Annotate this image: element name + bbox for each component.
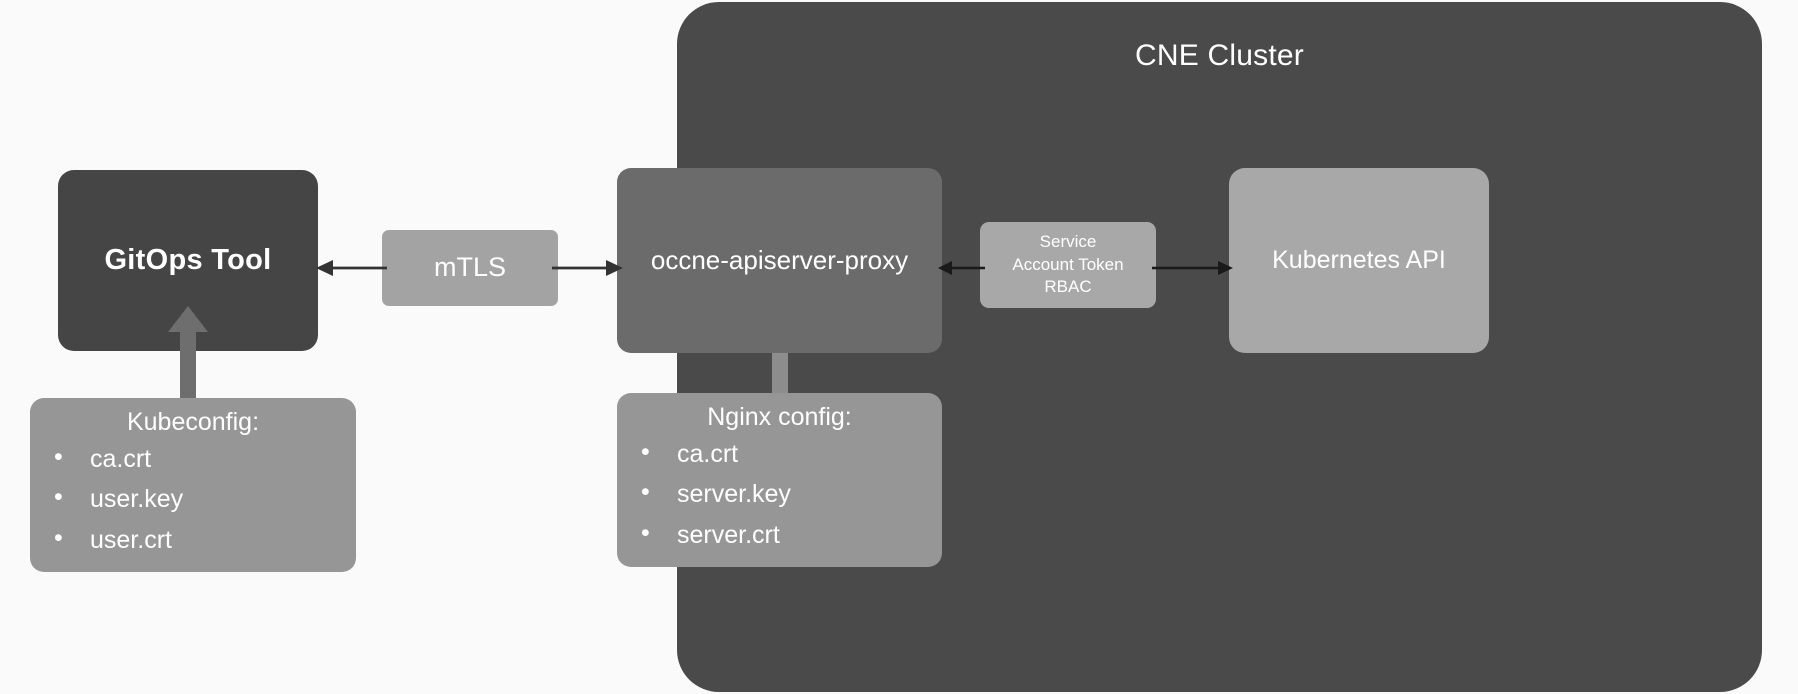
sa-token-to-proxy-connector [938,261,985,275]
mtls-node[interactable]: mTLS [382,230,558,306]
list-item-label: server.key [677,480,791,509]
list-item-label: user.key [90,485,184,514]
list-item-label: ca.crt [677,440,739,468]
bullet-icon: • [641,438,650,466]
list-item-label: ca.crt [90,445,152,473]
gitops-tool-node[interactable]: GitOps Tool [58,170,318,351]
kubeconfig-title: Kubeconfig: [126,408,260,436]
kubernetes-api-label: Kubernetes API [1272,245,1446,274]
bullet-icon: • [54,483,63,512]
nginx-config-title: Nginx config: [707,403,852,431]
occne-apiserver-proxy-label: occne-apiserver-proxy [650,245,909,276]
service-account-token-rbac-node[interactable]: Service Account Token RBAC [980,222,1156,308]
nginx-config-list: • ca.crt • server.key • server.crt [617,434,942,555]
list-item: • ca.crt [617,434,942,474]
bullet-icon: • [641,518,650,547]
mtls-to-proxy-connector [552,260,623,276]
sa-token-line-1: Service [1039,232,1097,252]
kubeconfig-to-gitops-arrow [168,306,208,408]
list-item: • user.crt [30,520,356,560]
list-item: • server.crt [617,515,942,555]
gitops-tool-label: GitOps Tool [104,244,272,277]
kubernetes-api-node[interactable]: Kubernetes API [1229,168,1489,353]
list-item: • server.key [617,474,942,514]
bullet-icon: • [54,523,63,552]
bullet-icon: • [641,478,650,507]
sa-token-line-2: Account Token [1012,254,1124,274]
list-item-label: user.crt [90,525,172,554]
list-item: • user.key [30,479,356,519]
bullet-icon: • [54,443,63,471]
mtls-label: mTLS [433,252,506,283]
sa-token-line-3: RBAC [1044,277,1092,297]
kubeconfig-list: • ca.crt • user.key • user.crt [30,439,356,560]
list-item: • ca.crt [30,439,356,479]
mtls-to-gitops-connector [316,260,387,276]
kubeconfig-note: Kubeconfig: • ca.crt • user.key • user.c… [30,398,356,572]
nginx-config-note: Nginx config: • ca.crt • server.key • se… [617,393,942,567]
sa-token-to-k8s-api-connector [1152,261,1233,275]
occne-apiserver-proxy-node[interactable]: occne-apiserver-proxy [617,168,942,353]
cne-cluster-title: CNE Cluster [1135,39,1304,72]
list-item-label: server.crt [677,520,780,549]
